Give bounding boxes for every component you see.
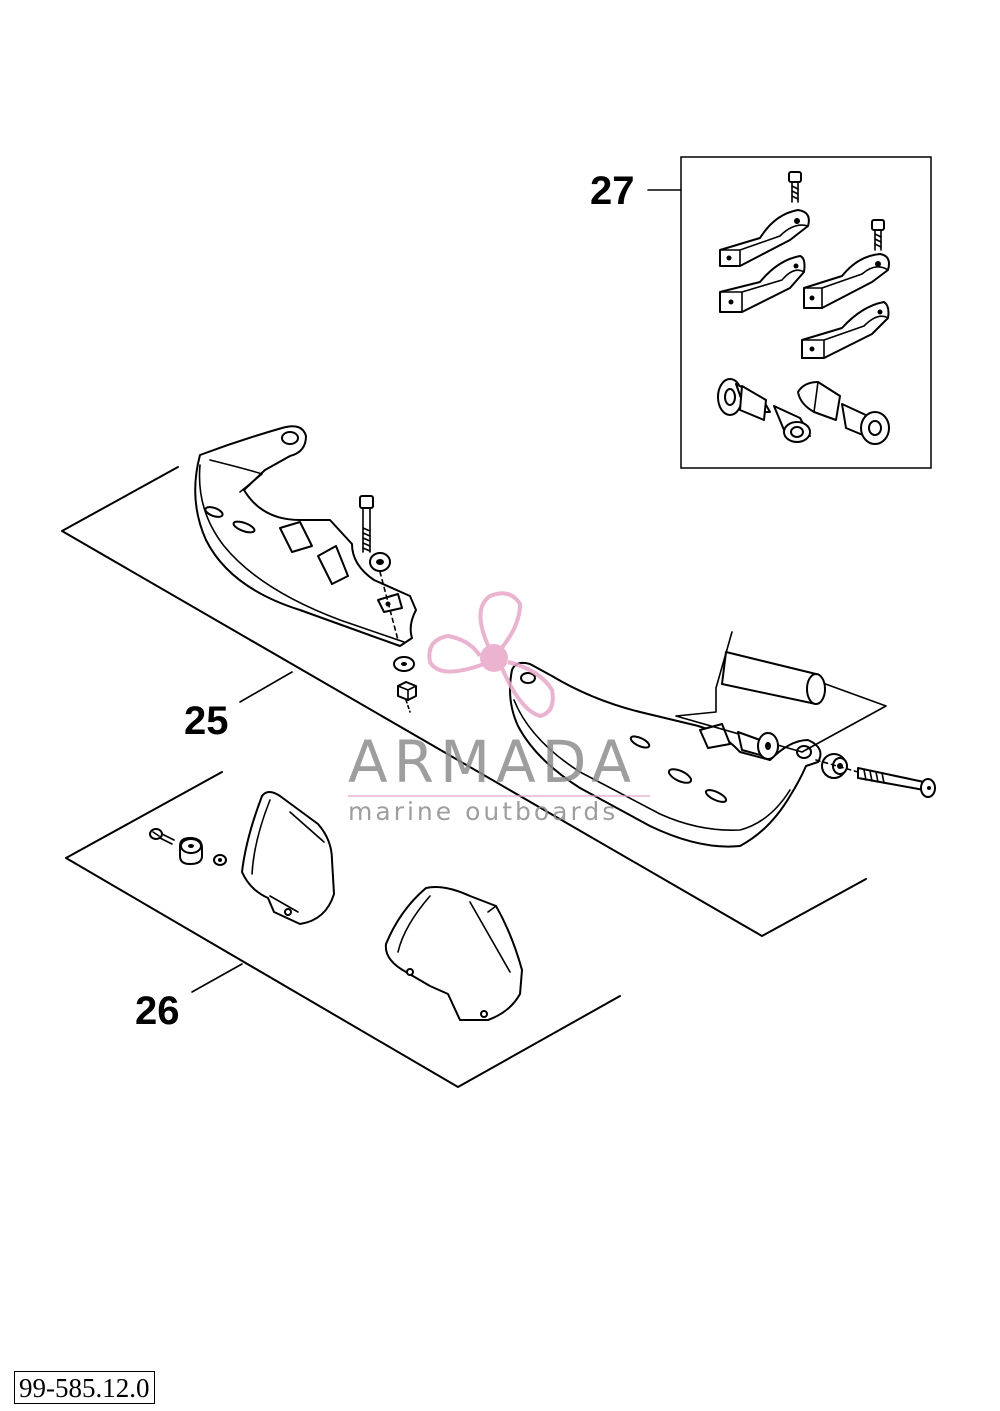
callout-26: 26 xyxy=(135,989,180,1033)
spacer-washer-icon xyxy=(821,753,848,779)
spacer-icon xyxy=(179,837,203,865)
propeller-logo-icon xyxy=(427,591,555,719)
left-handguard-icon xyxy=(194,425,417,647)
spoiler-left-icon xyxy=(241,791,335,925)
flanged-bushing-icon xyxy=(737,731,779,760)
clamp-screw-icon xyxy=(871,219,885,251)
watermark-subtitle: marine outboards xyxy=(348,797,618,826)
washer-icon xyxy=(393,656,415,672)
half-shell-bushing-icon xyxy=(797,381,841,421)
kit-25-plane xyxy=(61,466,867,937)
drawing-id-label: 99-585.12.0 xyxy=(14,1371,155,1404)
callout-25: 25 xyxy=(184,699,229,743)
lock-nut-icon xyxy=(397,681,417,713)
flanged-bushing-icon xyxy=(841,403,890,445)
leader-line-25 xyxy=(239,671,293,703)
sleeve-bushing-icon xyxy=(773,405,811,443)
clamp-lower-half-icon xyxy=(801,301,890,359)
mounting-bolt-icon xyxy=(815,759,936,798)
flanged-bushing-icon xyxy=(717,378,771,421)
mounting-bolt-icon xyxy=(359,495,399,641)
kit-26-plane xyxy=(65,771,621,1088)
clamp-screw-icon xyxy=(788,171,802,203)
leader-line-26 xyxy=(191,963,243,993)
spoiler-screw-icon xyxy=(149,828,175,845)
armada-watermark: ARMADA marine outboards xyxy=(348,591,650,826)
spoiler-nut-icon xyxy=(213,854,227,866)
callout-27: 27 xyxy=(590,169,635,213)
spoiler-right-icon xyxy=(384,886,523,1021)
kit-27-group: 27 xyxy=(590,156,932,469)
kit-26-group: 26 xyxy=(65,771,621,1088)
bar-end-tube-icon xyxy=(675,631,887,753)
kit-27-box xyxy=(680,156,932,469)
watermark-title: ARMADA xyxy=(348,728,637,796)
kit-25-group: 25 xyxy=(61,425,936,937)
